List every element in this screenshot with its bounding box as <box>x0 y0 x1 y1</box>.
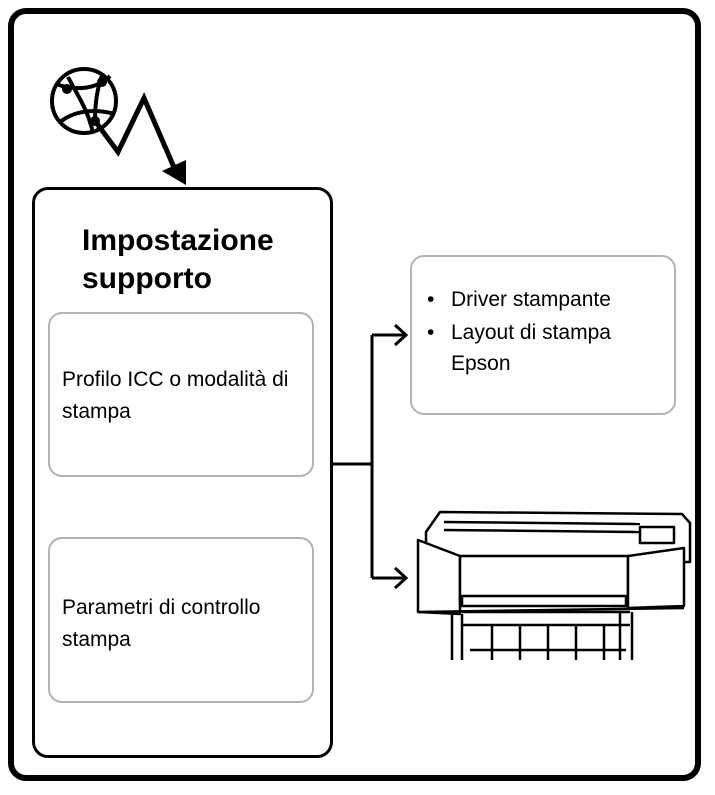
large-format-printer-icon <box>416 510 692 660</box>
globe-network-icon <box>50 67 118 135</box>
software-list: • Driver stampante • Layout di stampa Ep… <box>424 284 674 381</box>
bullet-icon: • <box>427 321 435 344</box>
print-control-box <box>48 537 314 703</box>
icc-profile-box <box>48 312 314 477</box>
software-item-print-layout: • Layout di stampa Epson <box>424 317 674 379</box>
outer-frame <box>8 8 701 781</box>
software-box <box>410 255 676 415</box>
bullet-icon: • <box>427 288 435 311</box>
connector-lines <box>333 323 409 590</box>
print-control-label: Parametri di controllo stampa <box>62 596 261 651</box>
media-settings-title: Impostazione supporto <box>82 224 274 295</box>
icc-profile-label: Profilo ICC o modalità di stampa <box>62 368 289 423</box>
lightning-arrow-icon <box>92 91 186 185</box>
software-item-printer-driver: • Driver stampante <box>424 284 674 315</box>
software-item-label: Layout di stampa Epson <box>451 321 611 375</box>
software-item-label: Driver stampante <box>451 288 611 311</box>
